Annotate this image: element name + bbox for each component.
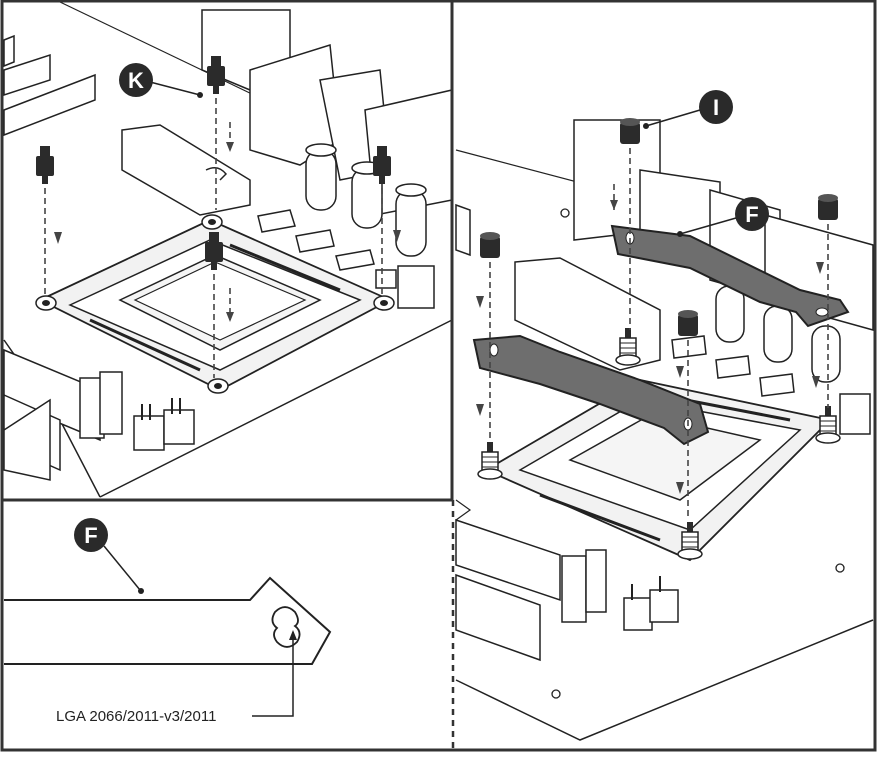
fan-header: [133, 398, 195, 451]
bracket-detail-outline: [4, 576, 332, 665]
pcie-slots-right: [455, 518, 607, 662]
chipset-block: [121, 124, 251, 216]
small-chips-right: [671, 335, 871, 435]
panel-detail-f: LGA 2066/2011-v3/2011 F: [4, 502, 452, 748]
callout-f-right: F: [677, 197, 769, 237]
callout-f-detail: F: [74, 518, 144, 594]
callout-f-detail-label: F: [84, 523, 97, 548]
mounting-bar-upper: [610, 224, 850, 328]
arrowheads-left: [54, 142, 401, 322]
nut-right-top: [818, 194, 838, 220]
arrowheads-right: [476, 200, 824, 494]
callout-i: I: [643, 90, 733, 129]
panel-step-k: K: [3, 1, 453, 500]
cpu-socket-left: [35, 214, 395, 394]
pcie-slots-lower: [3, 348, 123, 481]
nut-left: [480, 232, 500, 258]
mounting-bar-lower: [472, 334, 710, 446]
callout-i-label: I: [713, 95, 719, 120]
panel-step-i: I F: [455, 2, 874, 748]
socket-label: LGA 2066/2011-v3/2011: [56, 708, 216, 725]
nut-center: [678, 310, 698, 336]
callout-f-right-label: F: [745, 202, 758, 227]
install-paths-right: [489, 148, 829, 520]
pcie-slots-upper: [3, 34, 96, 137]
capacitors-right: [715, 285, 841, 383]
nut-i-top: [620, 118, 640, 144]
callout-k: K: [119, 63, 203, 98]
socket-label-leader: [252, 632, 294, 717]
small-chips-left: [257, 209, 435, 309]
fan-header-right: [623, 576, 679, 631]
cpu-socket-right: [484, 379, 832, 562]
bracket-slot: [271, 606, 301, 648]
callout-k-label: K: [128, 68, 144, 93]
